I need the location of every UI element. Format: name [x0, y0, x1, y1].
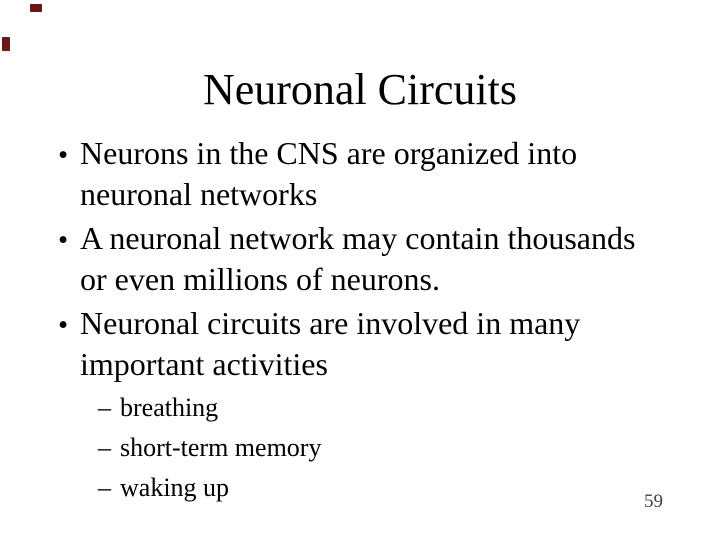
sub-bullet-item: – short-term memory: [0, 428, 720, 468]
bullet-dot-icon: •: [58, 309, 69, 341]
bullet-text-line: important activities: [80, 346, 328, 382]
bullet-item: • A neuronal network may contain thousan…: [0, 218, 720, 300]
corner-mark-left: [2, 37, 10, 51]
corner-mark-top: [30, 4, 42, 12]
bullet-item: • Neurons in the CNS are organized into …: [0, 133, 720, 215]
sub-bullet-text-line: waking up: [120, 473, 230, 502]
bullet-dot-icon: •: [58, 224, 69, 256]
slide-title: Neuronal Circuits: [202, 65, 518, 114]
bullet-text-line: A neuronal network may contain thousands: [80, 220, 636, 256]
bullet-list: • Neurons in the CNS are organized into …: [0, 133, 720, 508]
bullet-text-line: Neuronal circuits are involved in many: [80, 305, 581, 341]
sub-bullet-text-block: short-term memory: [120, 428, 321, 468]
sub-bullet-text-block: waking up: [120, 468, 229, 508]
sub-bullet-text-block: breathing: [120, 388, 218, 428]
sub-bullet-text-line: short-term memory: [120, 433, 322, 462]
sub-bullet-list: – breathing – short-term memory – waking…: [0, 388, 720, 508]
dash-icon: –: [98, 433, 111, 462]
bullet-text-block: A neuronal network may contain thousands…: [80, 218, 635, 300]
page-number: 59: [644, 491, 663, 512]
bullet-text-block: Neuronal circuits are involved in many i…: [80, 303, 580, 385]
bullet-text-block: Neurons in the CNS are organized into ne…: [80, 133, 577, 215]
bullet-item: • Neuronal circuits are involved in many…: [0, 303, 720, 385]
bullet-dot-icon: •: [58, 139, 69, 171]
bullet-text-line: neuronal networks: [80, 176, 318, 212]
sub-bullet-text-line: breathing: [120, 393, 219, 422]
bullet-text-line: or even millions of neurons.: [80, 261, 440, 297]
sub-bullet-item: – waking up: [0, 468, 720, 508]
sub-bullet-item: – breathing: [0, 388, 720, 428]
dash-icon: –: [98, 393, 111, 422]
dash-icon: –: [98, 473, 111, 502]
bullet-text-line: Neurons in the CNS are organized into: [80, 135, 578, 171]
